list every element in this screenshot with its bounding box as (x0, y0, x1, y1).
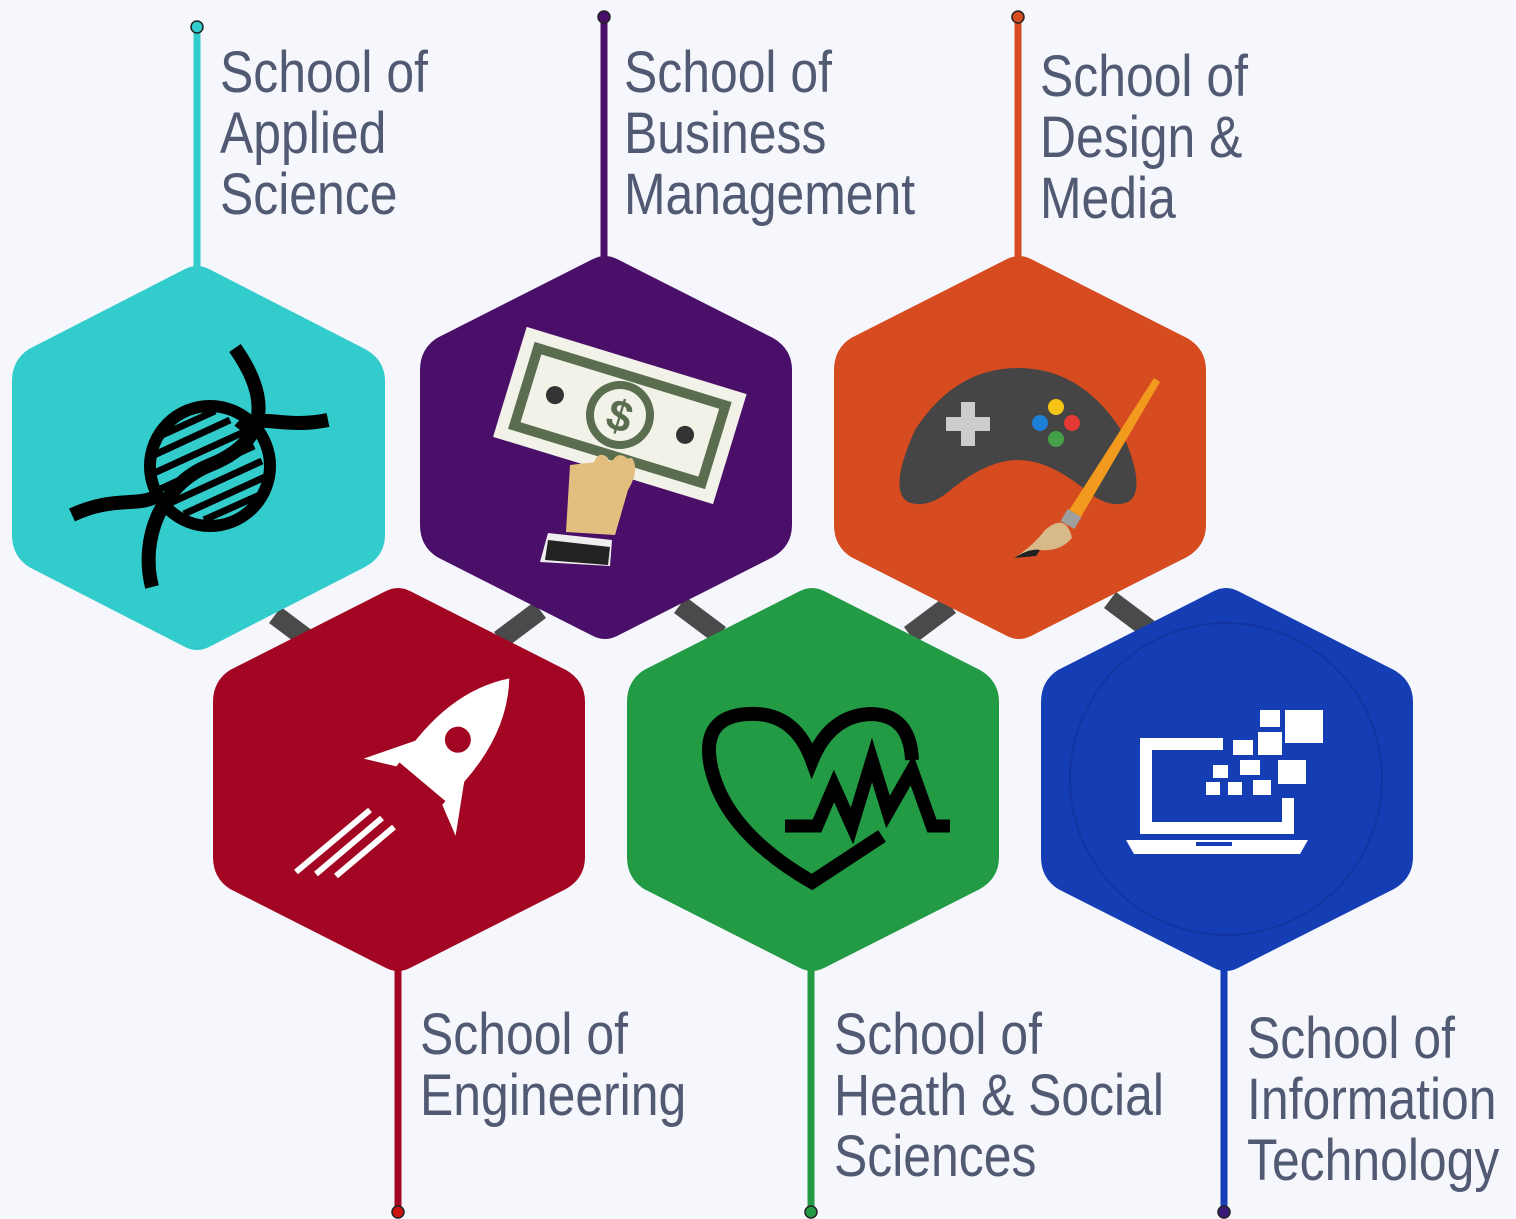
label-business-management: School of Business Management (624, 42, 915, 225)
label-line: Media (1040, 166, 1176, 231)
gamepad-brush-icon (899, 368, 1160, 558)
rocket-icon (294, 678, 510, 879)
label-line: Sciences (834, 1124, 1037, 1189)
pin-health-social-sciences (804, 965, 818, 1219)
label-line: Heath & Social (834, 1063, 1164, 1128)
hexagon-health-social-sciences (627, 588, 999, 971)
hexagon-engineering (213, 588, 585, 971)
money-hand-icon: $ (493, 326, 747, 566)
connector-business-health (674, 597, 726, 643)
label-information-technology: School of Information Technology (1247, 1008, 1499, 1191)
pin-applied-science (190, 20, 204, 270)
label-line: School of (1040, 44, 1248, 109)
laptop-pixels-icon (1126, 710, 1323, 854)
label-line: Technology (1247, 1128, 1500, 1193)
label-line: Information (1247, 1067, 1497, 1132)
pin-information-technology (1217, 965, 1231, 1219)
label-health-social-sciences: School of Heath & Social Sciences (834, 1004, 1164, 1187)
label-line: Business (624, 101, 827, 166)
label-design-media: School of Design & Media (1040, 46, 1248, 229)
pin-design-media (1011, 10, 1025, 262)
label-engineering: School of Engineering (420, 1004, 686, 1126)
label-line: School of (220, 40, 428, 105)
label-line: School of (834, 1002, 1042, 1067)
label-line: Design & (1040, 105, 1243, 170)
hexagon-design-media (834, 256, 1206, 639)
pin-business-management (597, 10, 611, 262)
label-line: Management (624, 162, 916, 227)
connector-design-it (1104, 592, 1156, 638)
label-line: Applied (220, 101, 387, 166)
label-line: School of (420, 1002, 628, 1067)
heartbeat-icon (702, 706, 950, 891)
label-line: School of (624, 40, 832, 105)
label-line: School of (1247, 1006, 1455, 1071)
hexagon-business-management: $ (420, 256, 792, 639)
label-line: Science (220, 162, 398, 227)
connector-engineering-business (494, 602, 546, 648)
connector-health-design (904, 597, 956, 643)
pin-engineering (391, 965, 405, 1219)
hexagon-information-technology (1041, 588, 1413, 971)
label-line: Engineering (420, 1063, 687, 1128)
label-applied-science: School of Applied Science (220, 42, 428, 225)
hexagon-applied-science (12, 266, 385, 650)
dna-icon (69, 343, 330, 589)
